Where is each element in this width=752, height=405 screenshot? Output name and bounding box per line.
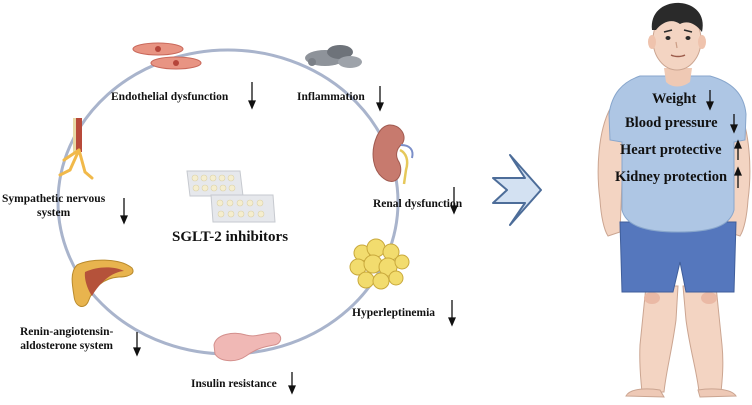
person-illustration [597, 2, 751, 398]
kidney-icon [372, 124, 414, 185]
down-arrow-icon [248, 82, 256, 110]
trend-arrows [120, 82, 458, 395]
adrenal-gland-icon [71, 259, 134, 308]
pill-blister-icon [186, 170, 276, 223]
down-arrow-icon [120, 198, 128, 225]
down-arrow-icon [450, 187, 458, 215]
down-arrow-icon [730, 114, 738, 134]
result-arrow-icon [492, 154, 542, 226]
down-arrow-icon [448, 300, 456, 327]
effect-label-kidney-protection: Kidney protection [615, 169, 728, 185]
effect-arrows [706, 90, 742, 188]
effect-label-heart-protective: Heart protective [620, 142, 722, 158]
effect-label-weight: Weight [652, 91, 697, 107]
factor-label-raas: Renin-angiotensin- aldosterone system [20, 325, 113, 353]
adipocytes-icon [349, 238, 410, 290]
factor-label-sympathetic-line1: Sympathetic nervous [2, 193, 106, 205]
center-label: SGLT-2 inhibitors [172, 229, 289, 245]
nerve-icon [58, 118, 94, 180]
factor-label-sympathetic-line2: system [36, 207, 71, 219]
factor-label-hyperleptinemia: Hyperleptinemia [352, 307, 436, 319]
down-arrow-icon [706, 90, 714, 111]
factor-label-renal-dysfunction: Renal dysfunction [373, 198, 463, 210]
factor-label-inflammation: Inflammation [297, 91, 365, 103]
endothelial-cells-icon [132, 42, 202, 70]
down-arrow-icon [376, 86, 384, 112]
factor-label-raas-line1: Renin-angiotensin- [20, 326, 114, 338]
up-arrow-icon [734, 139, 742, 160]
down-arrow-icon [288, 372, 296, 395]
factor-label-endothelial-dysfunction: Endothelial dysfunction [111, 91, 229, 103]
effect-label-blood-pressure: Blood pressure [625, 115, 718, 131]
pancreas-icon [213, 332, 282, 362]
factor-label-insulin-resistance: Insulin resistance [191, 378, 277, 390]
up-arrow-icon [734, 166, 742, 188]
factor-label-raas-line2: aldosterone system [20, 340, 114, 352]
inflammation-cloud-icon [305, 45, 362, 68]
down-arrow-icon [133, 332, 141, 357]
factor-label-sympathetic: Sympathetic nervous system [2, 192, 105, 220]
